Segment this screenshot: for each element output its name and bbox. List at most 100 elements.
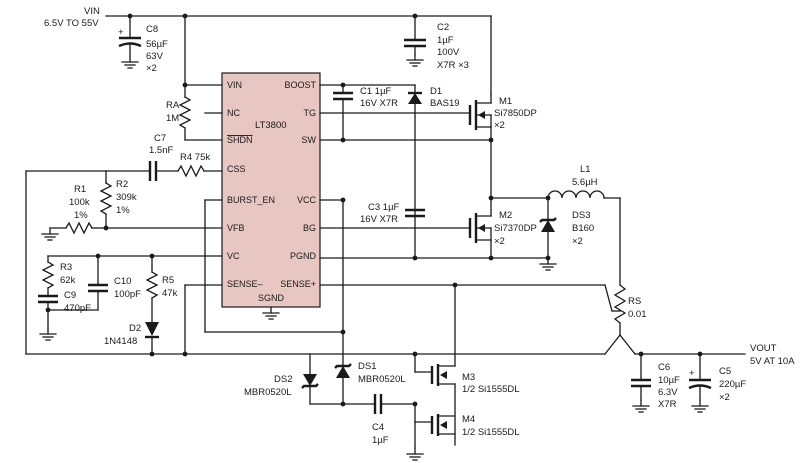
pin-sense-minus: SENSE–: [227, 279, 263, 289]
c3-rating: 16V X7R: [360, 214, 398, 225]
d2-ref: D2: [129, 323, 141, 334]
r3-ref: R3: [60, 262, 72, 273]
c1-ref: C1 1µF: [360, 86, 392, 97]
m3-ref: M3: [462, 372, 475, 383]
r5-d2-branch: [145, 255, 159, 357]
c6-type: X7R: [658, 399, 677, 410]
c1-rating: 16V X7R: [360, 98, 398, 109]
soft-start-network: [105, 161, 223, 183]
pin-shdn: SHDN: [227, 135, 253, 145]
pin-bg: BG: [303, 223, 316, 233]
c8-voltage: 63V: [146, 51, 164, 62]
pin-vfb: VFB: [227, 223, 245, 233]
r2-ref: R2: [116, 179, 128, 190]
ds2-part: MBR0520L: [244, 387, 292, 398]
diode-d1: [408, 84, 422, 216]
pin-vin: VIN: [227, 80, 242, 90]
ic-lt3800: [221, 72, 321, 308]
d1-part: BAS19: [430, 98, 460, 109]
capacitor-c8: [118, 15, 142, 69]
pin-css: CSS: [227, 164, 246, 174]
junction-dot: [452, 282, 458, 288]
charge-pump: [301, 285, 456, 461]
rs-ref: RS: [628, 296, 641, 307]
pin-nc: NC: [227, 108, 240, 118]
ra-ref: RA: [166, 100, 180, 111]
ds1-part: MBR0520L: [358, 374, 406, 385]
c8-count: ×2: [146, 63, 157, 74]
vin-range-label: 6.5V TO 55V: [44, 18, 99, 29]
output-sense-network: [25, 284, 746, 357]
c9-ref: C9: [64, 290, 76, 301]
pgnd-line: [319, 255, 551, 261]
vout-label: VOUT: [750, 343, 777, 354]
c4-value: 1µF: [372, 435, 389, 446]
resistor-rs: [611, 284, 627, 336]
m1-count: ×2: [494, 120, 505, 131]
ds2-ref: DS2: [274, 374, 292, 385]
pin-sgnd: SGND: [258, 293, 285, 303]
capacitor-c2: [404, 15, 426, 67]
c5-count: ×2: [719, 392, 730, 403]
c10-value: 100pF: [114, 289, 141, 300]
c5-ref: C5: [719, 366, 731, 377]
ds3-ref: DS3: [572, 210, 590, 221]
r1-ref: R1: [74, 184, 86, 195]
r3-value: 62k: [60, 275, 76, 286]
vc-compensation: [38, 253, 223, 341]
m4-ref: M4: [462, 414, 475, 425]
c2-voltage: 100V: [437, 47, 460, 58]
c8-plus: +: [118, 27, 124, 38]
ds3-part: B160: [572, 223, 594, 234]
c3-ref: C3 1µF: [368, 202, 400, 213]
m2-ref: M2: [499, 210, 512, 221]
burst-en-wire: [204, 199, 346, 335]
m3-part: 1/2 Si1555DL: [462, 384, 520, 395]
c7-ref: C7: [154, 133, 166, 144]
r1-value: 100k: [69, 197, 90, 208]
r1-tolerance: 1%: [74, 210, 88, 221]
mosfet-m1: [319, 94, 492, 141]
r4-ref: R4 75k: [180, 152, 210, 163]
sgnd-ground-icon: [262, 306, 280, 320]
r5-value: 47k: [162, 288, 178, 299]
mosfet-m2: [319, 197, 492, 259]
m1-ref: M1: [499, 96, 512, 107]
pin-burst-en: BURST_EN: [227, 195, 275, 205]
c9-value: 470pF: [64, 303, 91, 314]
capacitor-c5: [688, 353, 712, 413]
c6-voltage: 6.3V: [658, 387, 678, 398]
ds3-count: ×2: [572, 236, 583, 247]
d2-part: 1N4148: [104, 336, 137, 347]
m2-count: ×2: [494, 236, 505, 247]
ds1-ref: DS1: [358, 361, 376, 372]
c5-value: 220µF: [719, 379, 746, 390]
diode-ds3: [539, 197, 557, 271]
rs-value: 0.01: [628, 309, 647, 320]
c6-value: 10µF: [658, 375, 680, 386]
c6-ref: C6: [658, 362, 670, 373]
c10-ref: C10: [114, 276, 131, 287]
vout-spec: 5V AT 10A: [750, 356, 795, 367]
d1-ref: D1: [430, 86, 442, 97]
c2-ref: C2: [437, 22, 449, 33]
boost-network: [319, 82, 416, 141]
ic-name: LT3800: [255, 120, 287, 131]
pin-sense-plus: SENSE+: [280, 279, 316, 289]
pin-sw: SW: [302, 135, 317, 145]
c5-plus: +: [689, 368, 695, 379]
c2-type: X7R ×3: [437, 60, 469, 71]
r5-ref: R5: [162, 275, 174, 286]
r2-value: 309k: [116, 192, 137, 203]
pin-boost: BOOST: [284, 80, 316, 90]
resistor-ra: [178, 82, 223, 141]
inductor-l1: [547, 190, 621, 286]
capacitor-c3: [319, 197, 425, 333]
pin-pgnd: PGND: [290, 251, 317, 261]
m4-part: 1/2 Si1555DL: [462, 427, 520, 438]
m1-part: Si7850DP: [494, 108, 537, 119]
pin-tg: TG: [304, 108, 317, 118]
m2-part: Si7370DP: [494, 223, 537, 234]
c4-ref: C4: [372, 422, 384, 433]
